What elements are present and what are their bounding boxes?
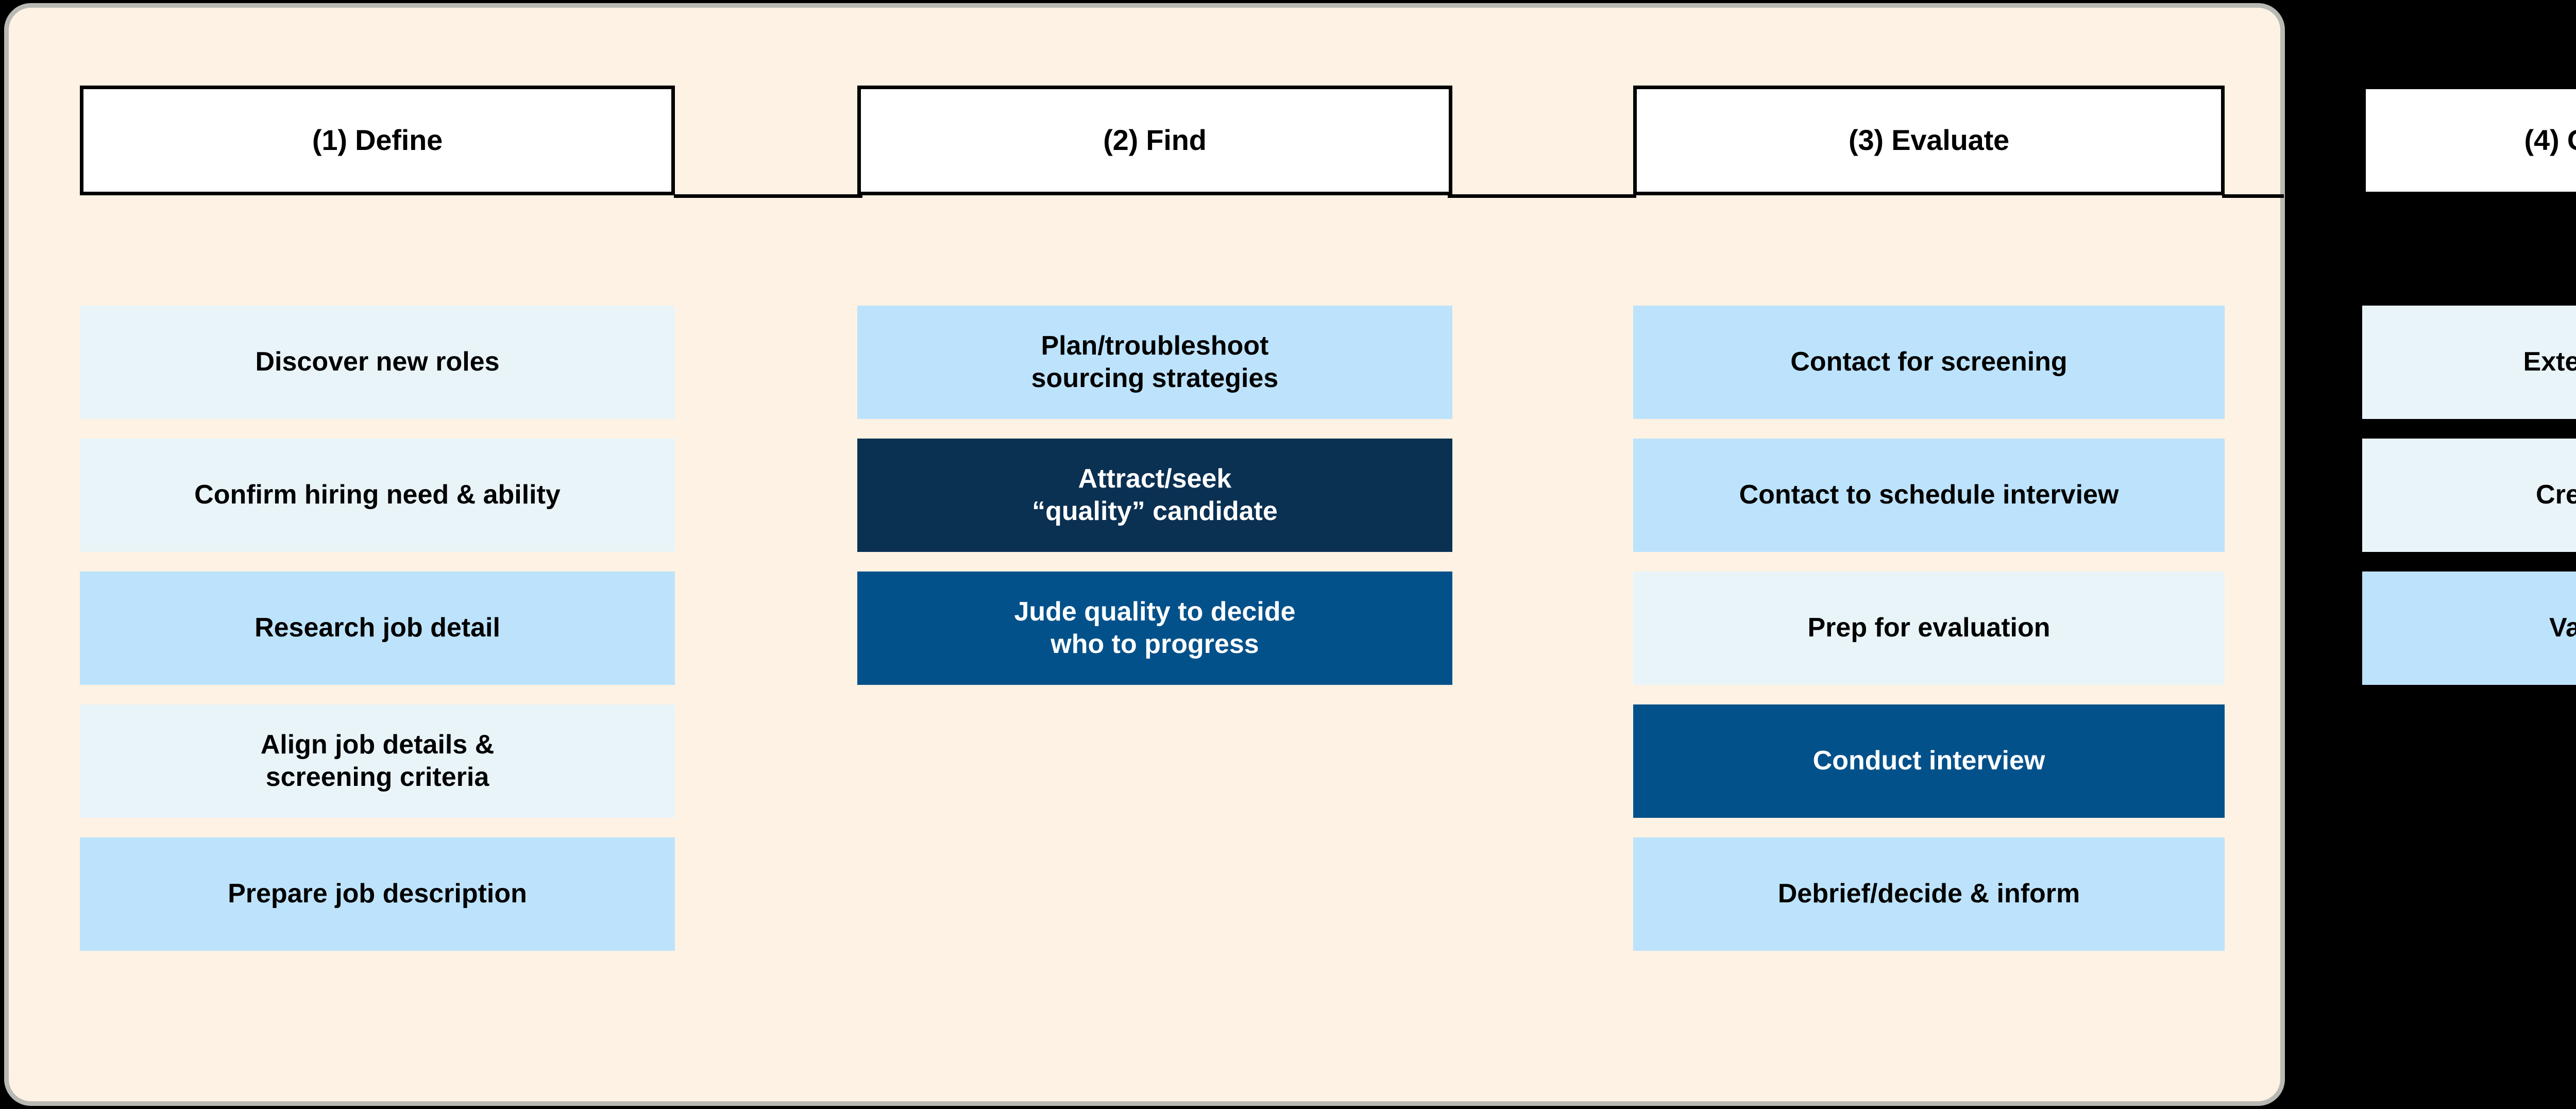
task-tile[interactable]: Debrief/decide & inform: [1633, 837, 2225, 951]
task-tile[interactable]: Contact to schedule interview: [1633, 439, 2225, 552]
task-tile[interactable]: Conduct interview: [1633, 704, 2225, 818]
task-label: Align job details & screening criteria: [260, 729, 495, 792]
task-tile[interactable]: Prepare job description: [80, 837, 675, 951]
task-label: Conduct interview: [1812, 746, 2045, 776]
task-label: Debrief/decide & inform: [1777, 879, 2080, 909]
task-label: Confirm hiring need & ability: [194, 480, 561, 510]
stage-column-evaluate: (3) Evaluate Contact for screening Conta…: [1633, 0, 2225, 1109]
task-tile[interactable]: Contact for screening: [1633, 306, 2225, 419]
task-tile[interactable]: Extend informal offer: [2362, 306, 2576, 419]
task-label: Attract/seek “quality” candidate: [1032, 463, 1278, 526]
task-tile[interactable]: Validate eligiblity: [2362, 572, 2576, 685]
stage-header-define[interactable]: (1) Define: [80, 86, 675, 195]
stage-header-offer-and-onboard[interactable]: (4) Offer & Onboard: [2362, 86, 2576, 195]
stage-header-evaluate[interactable]: (3) Evaluate: [1633, 86, 2225, 195]
connector-define-to-find: [674, 194, 862, 198]
task-tile[interactable]: Discover new roles: [80, 306, 675, 419]
task-label: Jude quality to decide who to progress: [1014, 596, 1296, 659]
stage-header-label: (2) Find: [1103, 124, 1207, 157]
task-tile[interactable]: Jude quality to decide who to progress: [857, 572, 1452, 685]
task-list-define: Discover new roles Confirm hiring need &…: [80, 306, 675, 970]
task-label: Contact for screening: [1790, 347, 2067, 377]
stage-header-find[interactable]: (2) Find: [857, 86, 1452, 195]
task-tile[interactable]: Align job details & screening criteria: [80, 704, 675, 818]
task-label: Discover new roles: [255, 347, 500, 377]
task-tile[interactable]: Prep for evaluation: [1633, 572, 2225, 685]
task-tile[interactable]: Research job detail: [80, 572, 675, 685]
task-tile[interactable]: Create official offer: [2362, 439, 2576, 552]
stage-header-label: (4) Offer & Onboard: [2524, 124, 2576, 157]
stage-column-define: (1) Define Discover new roles Confirm hi…: [80, 0, 675, 1109]
stage-header-label: (1) Define: [312, 124, 443, 157]
stage-column-find: (2) Find Plan/troubleshoot sourcing stra…: [857, 0, 1452, 1109]
task-tile[interactable]: Attract/seek “quality” candidate: [857, 439, 1452, 552]
task-label: Validate eligiblity: [2549, 613, 2576, 643]
task-label: Contact to schedule interview: [1739, 480, 2119, 510]
stage-header-label: (3) Evaluate: [1849, 124, 2009, 157]
task-tile[interactable]: Plan/troubleshoot sourcing strategies: [857, 306, 1452, 419]
stage-column-offer-and-onboard: (4) Offer & Onboard Extend informal offe…: [2362, 0, 2576, 1109]
task-list-evaluate: Contact for screening Contact to schedul…: [1633, 306, 2225, 970]
task-label: Prep for evaluation: [1807, 613, 2050, 643]
task-label: Prepare job description: [228, 879, 527, 909]
task-tile[interactable]: Confirm hiring need & ability: [80, 439, 675, 552]
task-label: Research job detail: [255, 613, 500, 643]
task-label: Create official offer: [2536, 480, 2576, 510]
connector-find-to-evaluate: [1448, 194, 1636, 198]
task-label: Extend informal offer: [2523, 347, 2576, 377]
task-label: Plan/troubleshoot sourcing strategies: [1031, 330, 1279, 393]
connector-evaluate-to-offer: [2222, 194, 2284, 198]
task-list-find: Plan/troubleshoot sourcing strategies At…: [857, 306, 1452, 704]
task-list-offer-and-onboard: Extend informal offer Create official of…: [2362, 306, 2576, 704]
